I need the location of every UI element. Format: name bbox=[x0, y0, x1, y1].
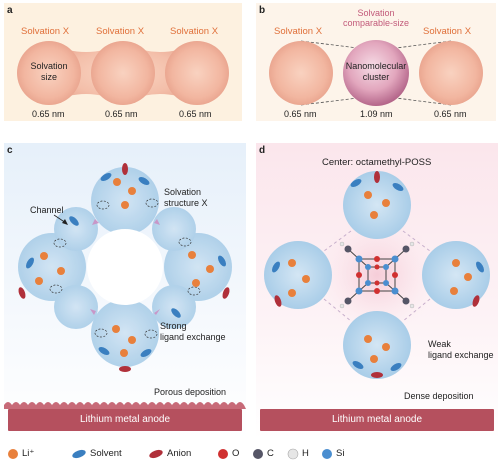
panel-a-graphic bbox=[17, 41, 229, 105]
panel-label: c bbox=[7, 145, 13, 156]
legend-label: C bbox=[267, 448, 274, 459]
solvation-label: Solvation X bbox=[274, 26, 323, 37]
size-value: 0.65 nm bbox=[179, 109, 212, 119]
panel-c-graphic bbox=[4, 163, 246, 409]
size-value: 1.09 nm bbox=[360, 109, 393, 119]
ligand-exchange-label: Weak ligand exchange bbox=[428, 339, 494, 360]
porous-deposition-layer bbox=[4, 402, 246, 409]
panel-b-graphic bbox=[269, 40, 483, 106]
solvation-sphere bbox=[165, 41, 229, 105]
lithium-anode: Lithium metal anode bbox=[260, 409, 494, 431]
size-value: 0.65 nm bbox=[284, 109, 317, 119]
legend-label: H bbox=[302, 448, 309, 459]
size-value: 0.65 nm bbox=[32, 109, 65, 119]
panel-c: c Channel Solvation structure X Strong l… bbox=[4, 143, 246, 440]
legend-label: Si bbox=[336, 448, 345, 459]
legend-label: O bbox=[232, 448, 240, 459]
legend-label: Solvent bbox=[90, 448, 122, 459]
solvation-structure-label: Solvation structure X bbox=[164, 187, 208, 208]
panel-d: d Center: octamethyl-POSS Weak ligand ex… bbox=[256, 143, 498, 440]
poss-molecule bbox=[339, 241, 415, 309]
deposition-label: Porous deposition bbox=[154, 387, 227, 397]
channel-label: Channel bbox=[30, 205, 64, 215]
legend-label: Anion bbox=[167, 448, 192, 459]
li-ion-icon bbox=[8, 449, 18, 459]
legend-label: Li⁺ bbox=[22, 448, 35, 459]
solvation-label: Solvation X bbox=[96, 26, 145, 37]
ligand-exchange-label: Strong ligand exchange bbox=[160, 321, 226, 342]
oxygen-atom-icon bbox=[218, 449, 228, 459]
solvation-label: Solvation X bbox=[170, 26, 219, 37]
carbon-atom-icon bbox=[253, 449, 263, 459]
solvation-sphere bbox=[17, 41, 81, 105]
solvation-size-text: Solvation size bbox=[30, 61, 68, 82]
panel-label: b bbox=[259, 5, 266, 16]
panel-label: d bbox=[259, 145, 266, 156]
legend-graphic bbox=[8, 448, 332, 460]
comparable-size-label: Solvation comparable-size bbox=[342, 8, 410, 28]
hydrogen-atom-icon bbox=[287, 448, 299, 460]
panel-a: a Solvation X Solvation X Solvation X So… bbox=[4, 3, 242, 121]
panel-label: a bbox=[7, 5, 13, 16]
silicon-atom-icon bbox=[322, 449, 332, 459]
solvation-sphere bbox=[91, 41, 155, 105]
porous-channel bbox=[87, 229, 163, 305]
solvation-sphere bbox=[419, 41, 483, 105]
cluster-text: Nanomolecular cluster bbox=[345, 61, 407, 82]
panel-b: b Solvation X Solvation comparable-size … bbox=[256, 3, 496, 121]
lithium-anode: Lithium metal anode bbox=[8, 409, 242, 431]
anion-icon bbox=[149, 449, 163, 459]
panel-d-graphic bbox=[264, 171, 490, 379]
solvation-label: Solvation X bbox=[423, 26, 472, 37]
legend: Li⁺ Solvent Anion O C H Si bbox=[0, 446, 500, 463]
solvent-icon bbox=[72, 449, 86, 459]
solvation-label: Solvation X bbox=[21, 26, 70, 37]
nanomolecular-cluster bbox=[343, 40, 409, 106]
size-value: 0.65 nm bbox=[434, 109, 467, 119]
solvation-sphere bbox=[269, 41, 333, 105]
size-value: 0.65 nm bbox=[105, 109, 138, 119]
deposition-label: Dense deposition bbox=[404, 391, 474, 401]
center-label: Center: octamethyl-POSS bbox=[322, 157, 432, 168]
